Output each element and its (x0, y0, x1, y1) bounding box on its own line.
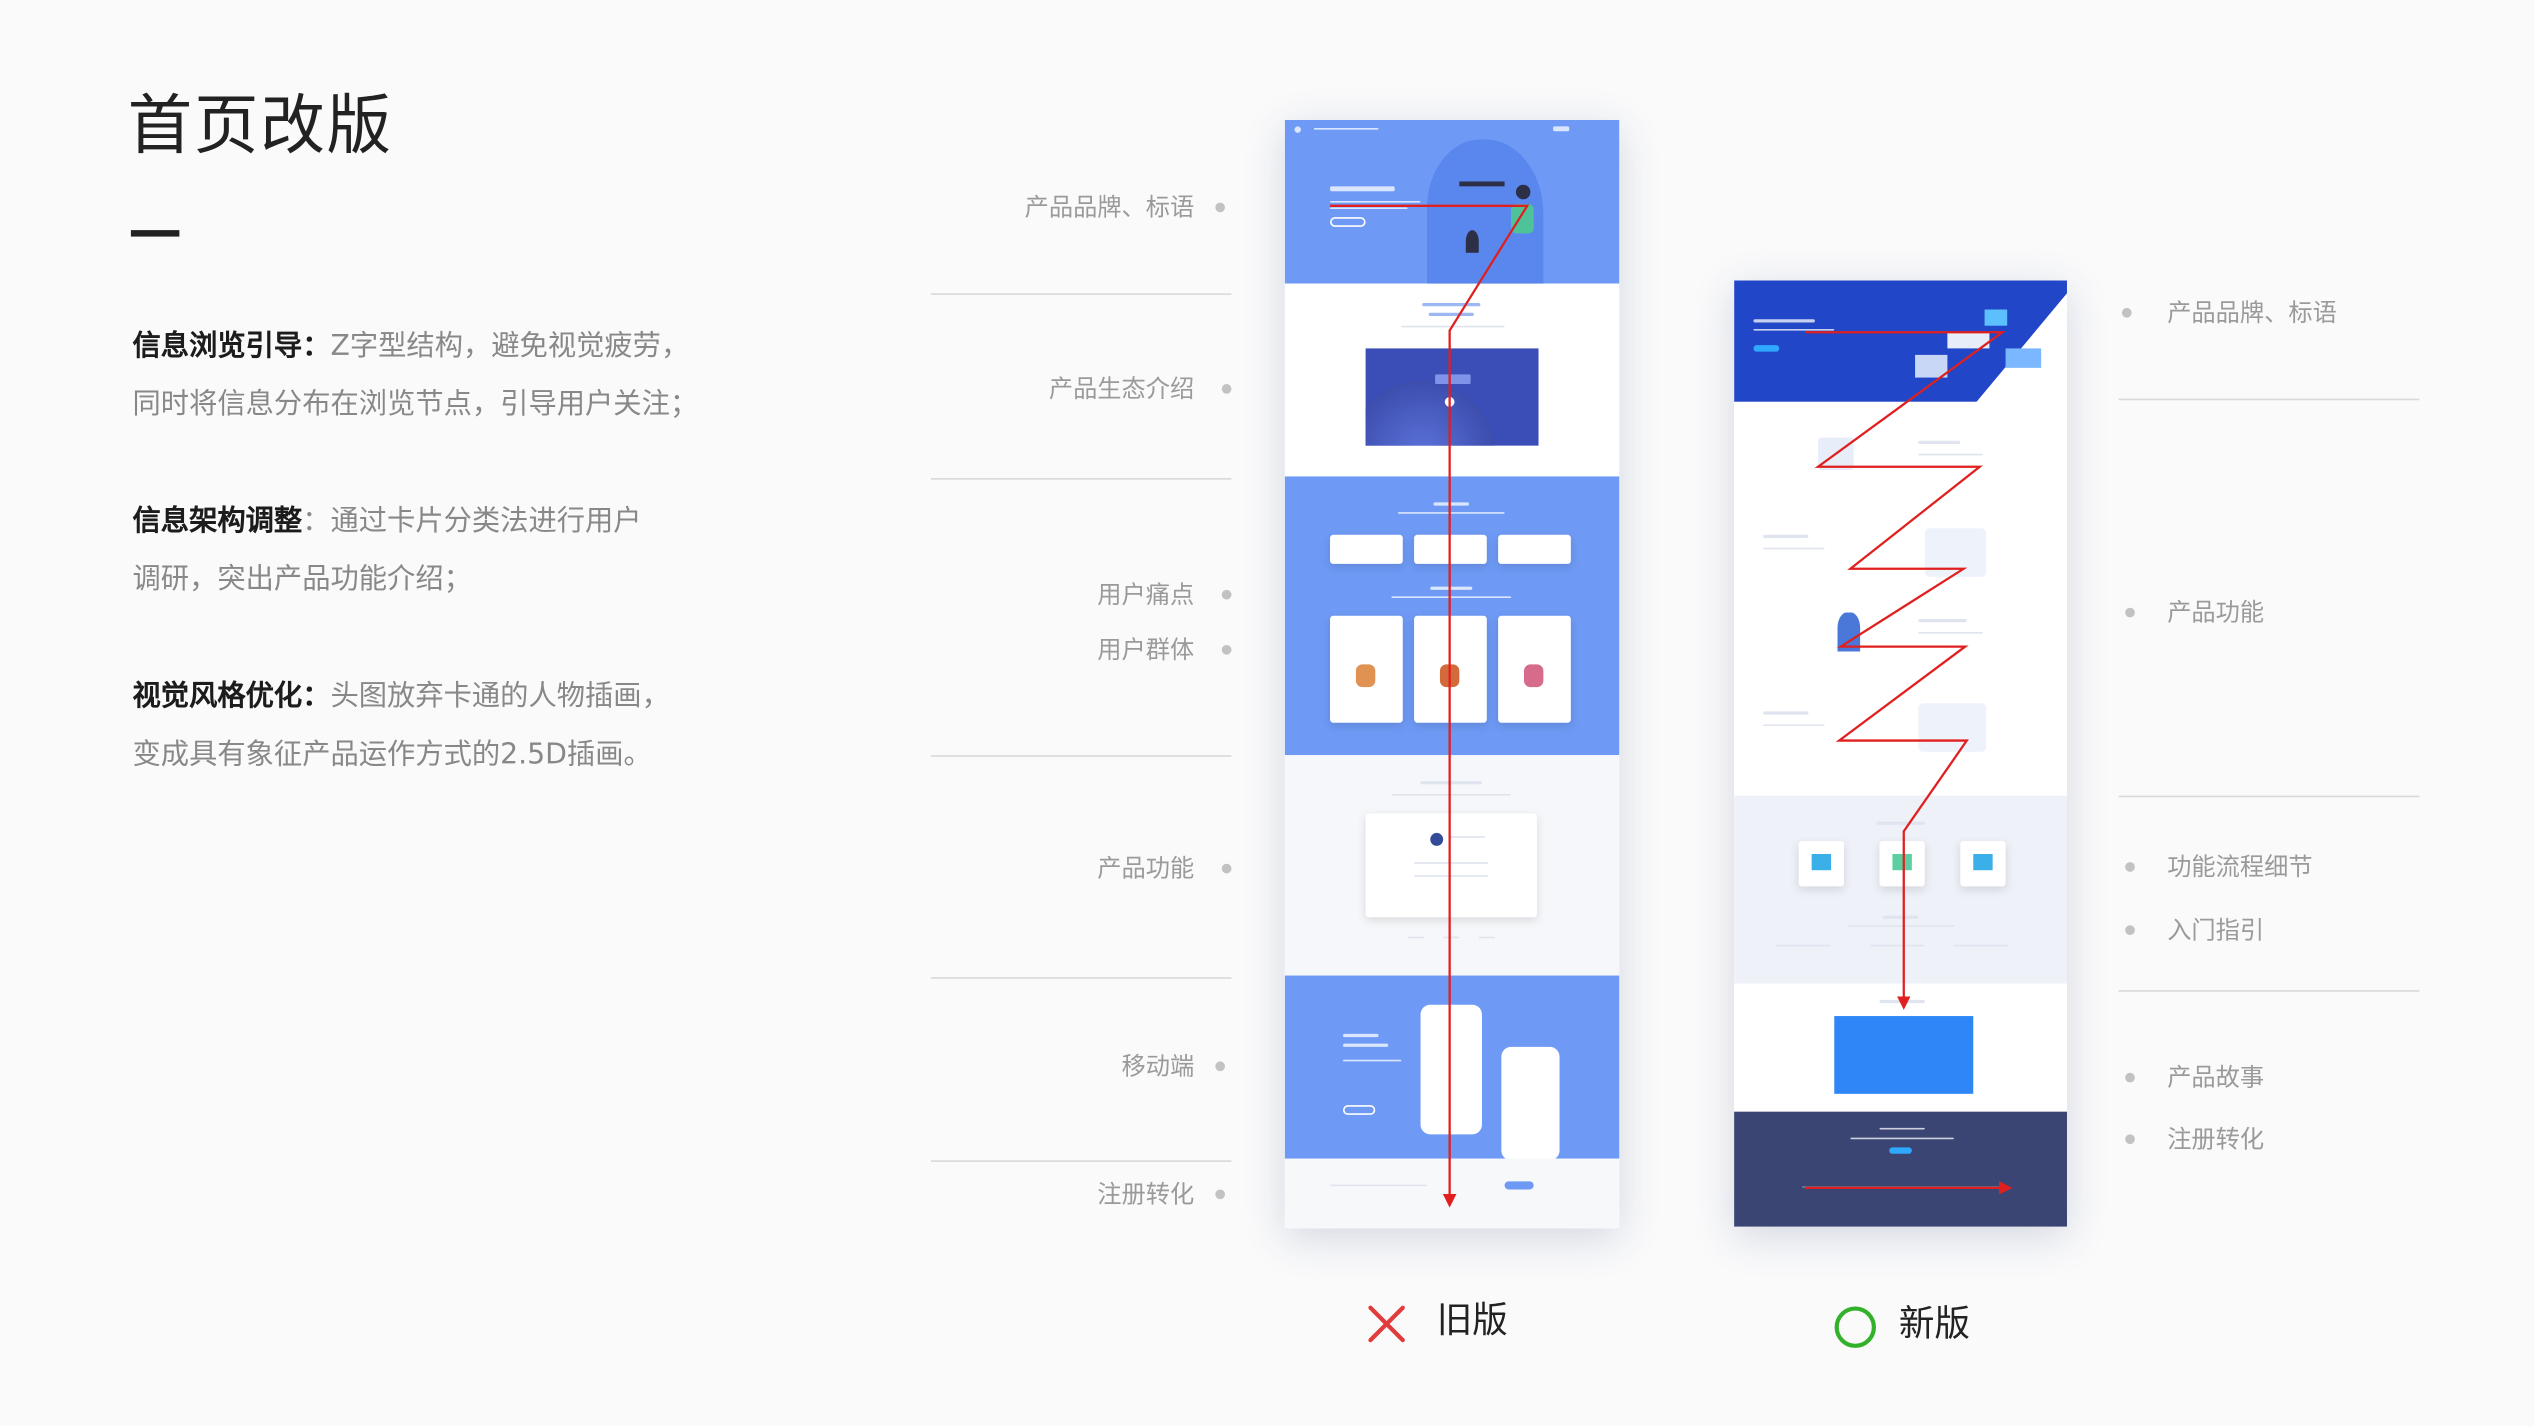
new-signup-footer (1734, 1111, 2067, 1227)
new-divider (2118, 990, 2420, 992)
new-process (1734, 795, 2067, 984)
old-label-brand: 产品品牌、标语 (1024, 192, 1195, 223)
old-ecosystem (1284, 283, 1620, 477)
new-reading-path-arrow (1805, 331, 2013, 1195)
new-label-dot (2125, 1072, 2135, 1083)
old-label-dot (1221, 863, 1232, 874)
old-divider (930, 755, 1232, 757)
old-features (1284, 755, 1620, 976)
old-hero (1284, 119, 1620, 289)
old-signup (1284, 1158, 1620, 1229)
section-info-architecture: 信息架构调整：通过卡片分类法进行用户 调研，突出产品功能介绍； (133, 493, 812, 610)
new-label-dot (2125, 1134, 2135, 1145)
old-label-dot (1221, 644, 1232, 655)
old-homepage-screenshot (1284, 119, 1620, 1229)
title-underline (130, 230, 180, 237)
old-mobile (1284, 975, 1620, 1161)
new-label-story: 产品故事 (2167, 1063, 2265, 1093)
section-label: 信息浏览引导： (132, 330, 331, 363)
old-label-dot (1215, 1061, 1226, 1072)
new-divider (2118, 795, 2420, 798)
old-label-dot (1215, 202, 1226, 213)
new-label-brand: 产品品牌、标语 (2167, 298, 2337, 328)
new-hero (1734, 280, 2067, 402)
old-divider (930, 977, 1232, 979)
old-label-mobile: 移动端 (1121, 1051, 1195, 1081)
old-label-signup: 注册转化 (1097, 1179, 1195, 1209)
old-divider (930, 293, 1232, 295)
old-version-caption: 旧版 (1436, 1301, 1508, 1342)
new-label-dot (2125, 925, 2135, 936)
new-label-dot (2125, 607, 2135, 618)
old-reading-path-arrow (1330, 204, 1530, 1208)
old-label-pain-points: 用户痛点 (1097, 580, 1195, 610)
section-text-2: 同时将信息分布在浏览节点，引导用户关注； (132, 388, 699, 422)
section-text: ：通过卡片分类法进行用户 (302, 505, 642, 539)
new-homepage-screenshot (1734, 280, 2067, 1227)
section-text-2: 调研，突出产品功能介绍； (132, 563, 472, 597)
old-label-ecosystem: 产品生态介绍 (1048, 374, 1195, 404)
section-label: 信息架构调整 (132, 505, 303, 539)
new-label-process: 功能流程细节 (2167, 852, 2313, 882)
old-label-features: 产品功能 (1097, 854, 1195, 884)
section-label: 视觉风格优化： (132, 680, 331, 714)
new-label-dot (2125, 862, 2135, 872)
section-text: 头图放弃卡通的人物插画， (330, 680, 670, 714)
section-nav-guidance: 信息浏览引导：Z字型结构，避免视觉疲劳， 同时将信息分布在浏览节点，引导用户关注… (133, 318, 812, 435)
circle-check-icon (1834, 1306, 1876, 1348)
new-label-features: 产品功能 (2167, 597, 2265, 628)
old-divider (930, 478, 1232, 480)
new-version-caption: 新版 (1898, 1304, 1971, 1346)
section-text: Z字型结构，避免视觉疲劳， (330, 330, 690, 363)
old-label-dot (1221, 384, 1232, 394)
new-label-getting-started: 入门指引 (2167, 915, 2265, 945)
new-label-signup: 注册转化 (2167, 1124, 2265, 1154)
section-text-2: 变成具有象征产品运作方式的2.5D插画。 (132, 738, 652, 772)
old-label-dot (1215, 1189, 1226, 1200)
section-visual-style: 视觉风格优化：头图放弃卡通的人物插画， 变成具有象征产品运作方式的2.5D插画。 (133, 668, 812, 785)
old-label-user-groups: 用户群体 (1097, 635, 1195, 665)
new-divider (2118, 398, 2420, 401)
new-label-dot (2121, 307, 2132, 318)
cross-icon (1368, 1305, 1405, 1343)
old-divider (930, 1160, 1232, 1162)
page-title: 首页改版 (127, 89, 393, 164)
old-label-dot (1221, 589, 1232, 600)
